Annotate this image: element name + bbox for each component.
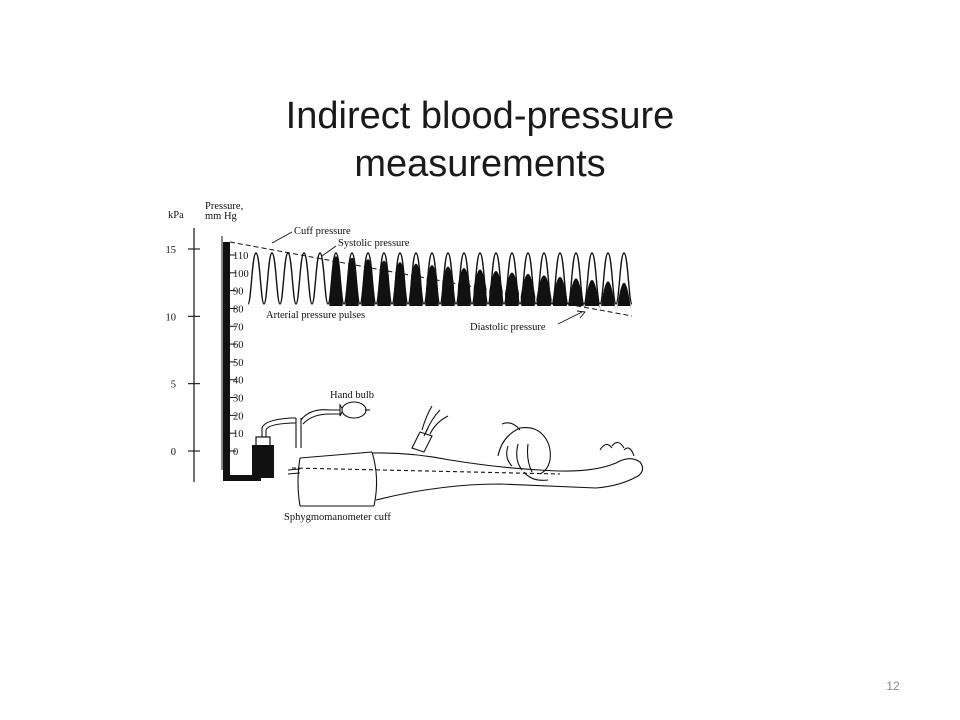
kpa-tick-label: 0 <box>171 447 176 458</box>
cuff-label: Sphygmomanometer cuff <box>284 512 391 523</box>
arm-illustration <box>371 441 644 501</box>
title-line-2: measurements <box>354 143 606 185</box>
mmhg-tick-label: 80 <box>233 304 244 315</box>
diastolic-pressure-leader <box>557 311 583 325</box>
page-number: 12 <box>886 679 900 693</box>
kpa-ticks: 15 10 5 0 <box>166 245 200 458</box>
mercury-column <box>221 236 274 481</box>
pressure-axis-label-line1: Pressure, <box>205 201 243 212</box>
hand-bulb <box>261 401 370 448</box>
hand-bulb-label: Hand bulb <box>330 390 374 401</box>
mmhg-tick-label: 70 <box>233 322 244 333</box>
cuff-pressure-label: Cuff pressure <box>294 226 351 237</box>
mmhg-tick-label: 90 <box>233 287 244 298</box>
mmhg-tick-label: 20 <box>233 411 244 422</box>
kpa-tick-label: 15 <box>166 245 177 256</box>
arterial-pressure-pulses <box>247 252 633 305</box>
slide-title: Indirect blood-pressure measurements <box>180 92 780 188</box>
systolic-pressure-label: Systolic pressure <box>338 238 410 249</box>
cuff-pressure-leader <box>271 231 293 244</box>
mmhg-tick-label: 40 <box>233 376 244 387</box>
systolic-pressure-leader <box>321 245 337 257</box>
mmhg-tick-label: 110 <box>233 251 248 262</box>
kpa-tick-label: 5 <box>171 380 176 391</box>
kpa-tick-label: 10 <box>166 312 177 323</box>
mmhg-tick-label: 50 <box>233 358 244 369</box>
mercury-reservoir <box>252 445 274 478</box>
mmhg-tick-label: 60 <box>233 340 244 351</box>
title-line-1: Indirect blood-pressure <box>285 95 675 137</box>
stethoscope <box>411 405 449 453</box>
kpa-axis-label: kPa <box>168 210 184 221</box>
mmhg-tick-label: 10 <box>233 429 244 440</box>
mmhg-tick-label: 100 <box>233 269 249 280</box>
mmhg-tick-label: 0 <box>233 447 238 458</box>
pressure-axis-label-line2: mm Hg <box>205 211 238 222</box>
diastolic-pressure-label: Diastolic pressure <box>470 322 546 333</box>
mmhg-tick-label: 30 <box>233 394 244 405</box>
pulse-fill-below-cuff <box>329 256 632 315</box>
hand-illustration <box>497 422 551 475</box>
arterial-pulses-label: Arterial pressure pulses <box>266 310 365 321</box>
sphygmomanometer-cuff <box>287 451 561 507</box>
